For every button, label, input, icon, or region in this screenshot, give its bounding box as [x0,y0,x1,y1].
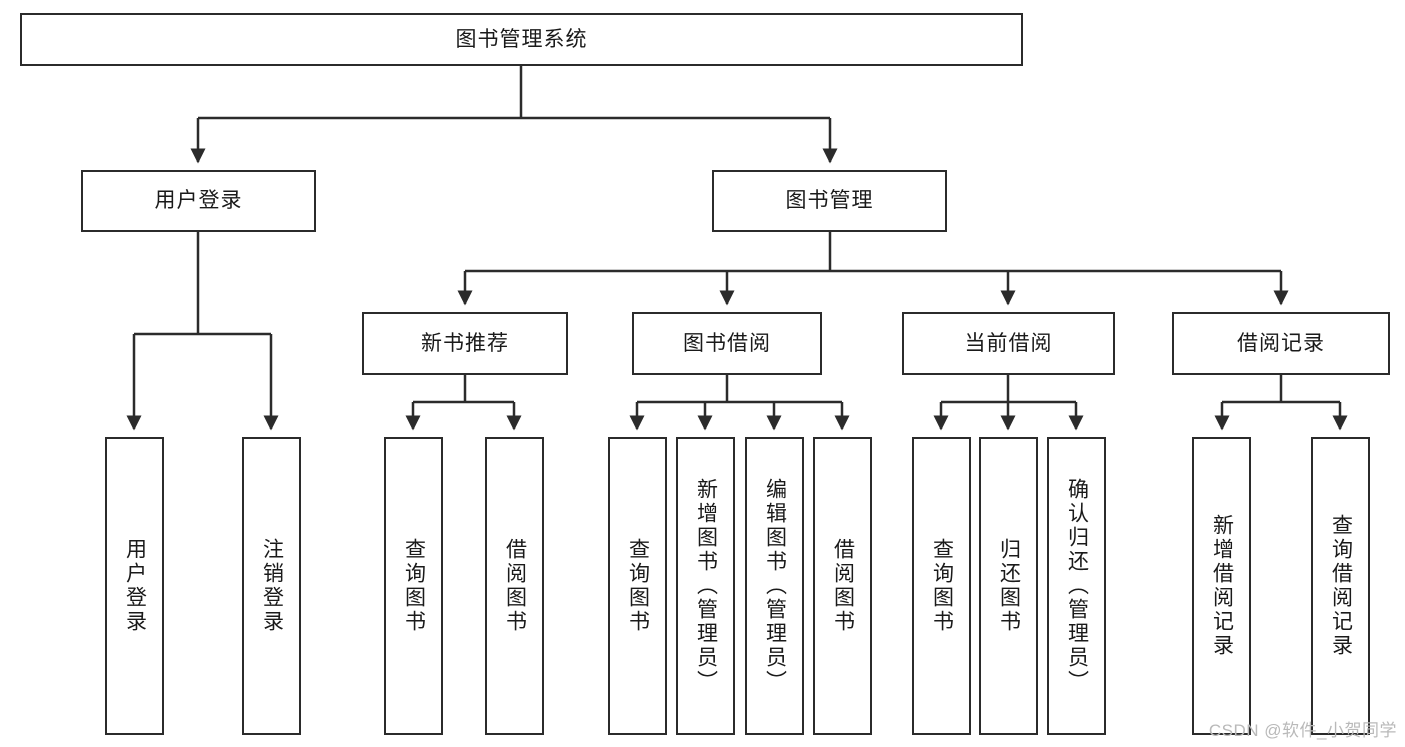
leaf-query-book-3-label: 查询图书 [930,538,954,634]
leaf-return-book[interactable]: 归还图书 [979,437,1038,735]
leaf-edit-book[interactable]: 编辑图书（管理员） [745,437,804,735]
leaf-add-book[interactable]: 新增图书（管理员） [676,437,735,735]
leaf-return-book-label: 归还图书 [997,538,1021,634]
node-user-login[interactable]: 用户登录 [81,170,316,232]
leaf-borrow-book-1[interactable]: 借阅图书 [485,437,544,735]
node-new-book-rec[interactable]: 新书推荐 [362,312,568,375]
leaf-query-book-1-label: 查询图书 [402,538,426,634]
node-borrow-record-label: 借阅记录 [1237,331,1325,355]
leaf-query-book-2-label: 查询图书 [626,538,650,634]
leaf-add-book-label: 新增图书（管理员） [694,478,718,694]
watermark-text: CSDN @软件_小贺同学 [1208,721,1397,740]
node-borrow-record[interactable]: 借阅记录 [1172,312,1390,375]
node-current-borrow-label: 当前借阅 [964,331,1053,355]
node-book-manage-label: 图书管理 [785,189,874,213]
leaf-confirm-return-label: 确认归还（管理员） [1065,478,1089,694]
node-new-book-rec-label: 新书推荐 [421,331,509,355]
leaf-add-record-label: 新增借阅记录 [1210,514,1234,658]
leaf-query-book-3[interactable]: 查询图书 [912,437,971,735]
leaf-edit-book-label: 编辑图书（管理员） [763,478,787,694]
leaf-user-logout[interactable]: 注销登录 [242,437,301,735]
leaf-borrow-book-1-label: 借阅图书 [503,538,527,634]
leaf-add-record[interactable]: 新增借阅记录 [1192,437,1251,735]
node-user-login-label: 用户登录 [154,189,243,213]
leaf-borrow-book-2-label: 借阅图书 [831,538,855,634]
node-book-borrow-label: 图书借阅 [683,331,771,355]
leaf-user-logout-label: 注销登录 [260,538,284,634]
leaf-query-book-2[interactable]: 查询图书 [608,437,667,735]
leaf-query-record[interactable]: 查询借阅记录 [1311,437,1370,735]
leaf-user-login-label: 用户登录 [123,538,147,634]
node-root[interactable]: 图书管理系统 [20,13,1023,66]
leaf-confirm-return[interactable]: 确认归还（管理员） [1047,437,1106,735]
leaf-query-record-label: 查询借阅记录 [1329,514,1353,658]
leaf-user-login[interactable]: 用户登录 [105,437,164,735]
node-root-label: 图书管理系统 [455,27,588,51]
node-book-borrow[interactable]: 图书借阅 [632,312,822,375]
node-book-manage[interactable]: 图书管理 [712,170,947,232]
leaf-borrow-book-2[interactable]: 借阅图书 [813,437,872,735]
node-current-borrow[interactable]: 当前借阅 [902,312,1115,375]
leaf-query-book-1[interactable]: 查询图书 [384,437,443,735]
